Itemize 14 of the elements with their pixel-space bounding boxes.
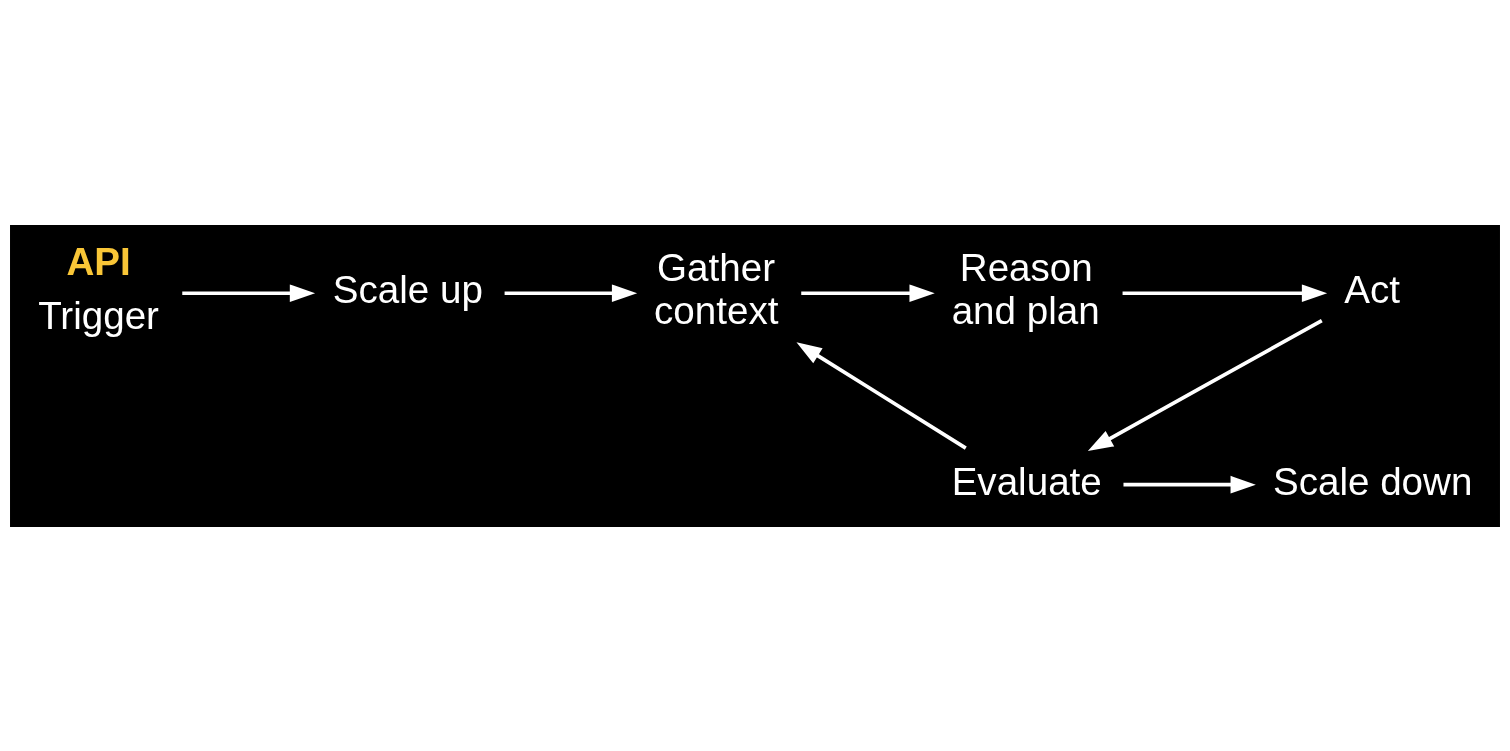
node-text: Evaluate xyxy=(951,459,1102,503)
arrow xyxy=(1122,283,1328,302)
node-text: Scale up xyxy=(332,267,483,311)
arrow xyxy=(796,341,967,450)
node-text: Act xyxy=(1344,267,1400,311)
node-text: Gather context xyxy=(654,245,779,332)
node-text: Scale down xyxy=(1272,459,1473,503)
arrow xyxy=(1087,318,1323,451)
node-text: Reason and plan xyxy=(951,245,1100,332)
arrow xyxy=(801,283,935,302)
arrow xyxy=(1123,475,1256,494)
arrow xyxy=(504,283,638,302)
arrow xyxy=(182,283,316,302)
node-text: API Trigger xyxy=(38,239,159,337)
